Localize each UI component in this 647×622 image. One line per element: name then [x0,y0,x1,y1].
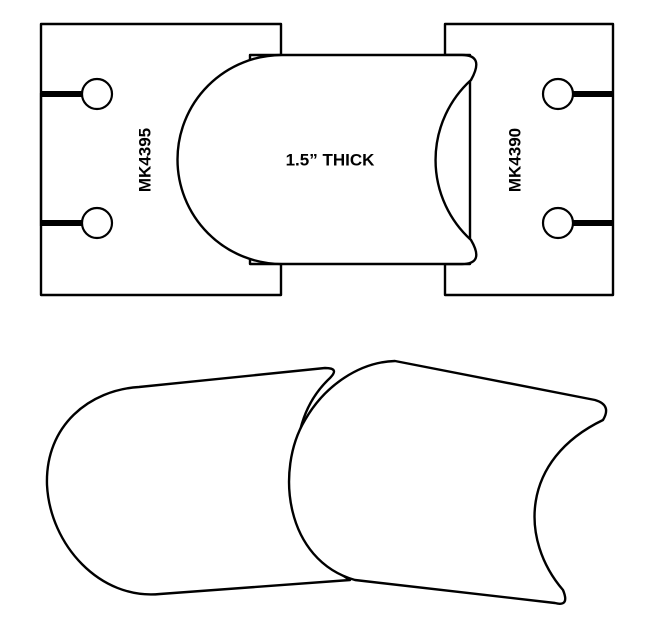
right-block: MK4390 [443,22,615,297]
right-slot-bottom [569,220,613,226]
left-slot-top [41,91,85,97]
perspective-view [45,359,608,605]
center-piece-outline [176,53,478,266]
right-block-label: MK4390 [506,128,525,192]
left-block-label: MK4395 [136,128,155,192]
center-piece: 1.5” THICK [176,53,478,266]
left-hole-bottom [80,206,114,240]
concave-piece-outline [287,359,608,605]
left-slot-bottom [41,220,85,226]
right-hole-bottom [541,206,575,240]
right-hole-top [541,77,575,111]
center-piece-label: 1.5” THICK [286,151,376,170]
right-slot-top [569,91,613,97]
left-hole-top [80,77,114,111]
top-view: MK4395 MK4390 1.5” THICK [39,22,615,297]
